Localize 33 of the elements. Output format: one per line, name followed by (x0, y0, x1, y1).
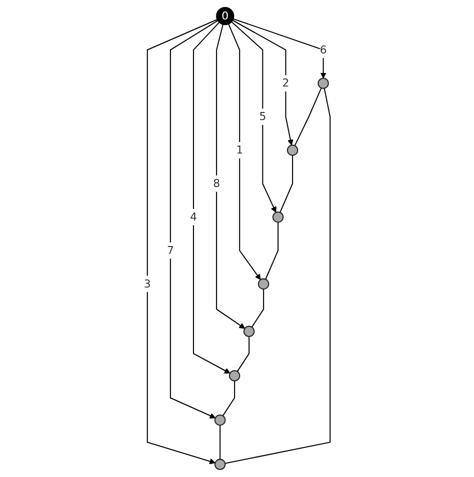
edge-label: 3 (144, 277, 151, 290)
arrow (170, 20, 218, 419)
edge-label: 4 (190, 210, 197, 224)
node-circle (214, 414, 226, 426)
connector (280, 155, 294, 213)
connector (265, 222, 279, 280)
arrow (216, 24, 246, 329)
node-circle (228, 370, 240, 382)
node-circle (272, 211, 284, 223)
arrow (146, 19, 218, 464)
node-circle (286, 144, 298, 156)
node-circle (258, 278, 270, 290)
connector (236, 336, 250, 372)
edge-label: 6 (320, 43, 327, 56)
arrow (233, 18, 326, 78)
arrow (192, 22, 230, 374)
connector (222, 380, 236, 416)
connector (220, 425, 221, 460)
arrow (232, 20, 294, 146)
node-circle (214, 458, 226, 470)
node-circle: 0 (216, 6, 234, 26)
connector (224, 88, 331, 464)
node-circle (318, 78, 329, 89)
edge-label: 2 (282, 76, 290, 90)
arrow (231, 21, 276, 213)
node-circle (243, 326, 255, 337)
edge-label: 1 (236, 143, 244, 156)
edge-label: 7 (166, 244, 174, 257)
edge-label: 8 (213, 176, 220, 190)
connector (294, 88, 322, 146)
connector (251, 289, 264, 328)
arrow (228, 24, 261, 280)
edge-label: 5 (259, 110, 266, 123)
